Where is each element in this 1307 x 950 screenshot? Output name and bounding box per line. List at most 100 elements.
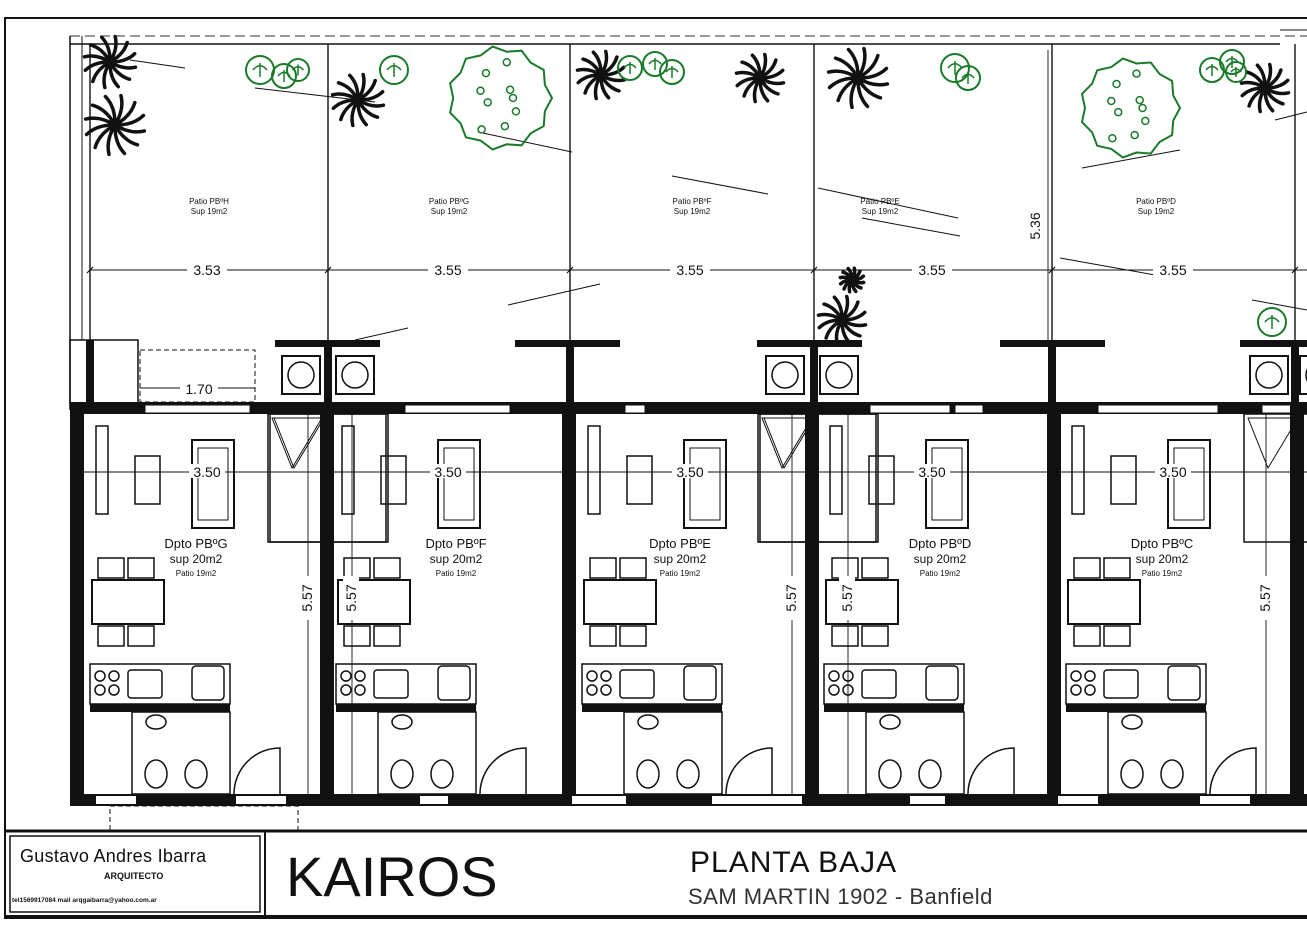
sight-line-8 [507,283,601,306]
unit-2-door-swing [725,747,773,795]
shrub-1 [271,63,297,89]
shrub-12 [1257,307,1287,337]
unit-name-0: Dpto PBºG [164,536,227,551]
unit-0-chair-0 [97,557,125,579]
sight-line-4 [817,187,959,219]
palm-tree-0 [82,34,138,90]
patio-dimension-tick-0 [86,266,94,274]
unit-furniture-1 [269,413,527,795]
architect-box [9,835,261,913]
patio-area-1: Sup 19m2 [431,207,468,216]
shrub-6 [659,59,685,85]
patio-area-3: Sup 19m2 [862,207,899,216]
equipment-box-5 [1299,355,1307,395]
unit-0-chair-1 [127,557,155,579]
patio-dimension-tick-1 [324,266,332,274]
party-wall-5 [1290,402,1304,804]
unit-width-2: 3.50 [676,464,703,480]
unit-furniture-4 [1065,413,1307,795]
unit-1-chair-2 [343,625,371,647]
equipment-box-2 [765,355,805,395]
window-4 [954,404,984,414]
shrub-8-outline [955,65,981,91]
unit-3-bed [757,413,877,543]
unit-area-1: sup 20m2 [430,552,483,566]
unit-0-chair-2 [97,625,125,647]
unit-2-chair-1 [619,557,647,579]
unit-1-kitchen-wall [336,704,476,712]
shrub-7 [940,53,970,83]
equipment-drum-2 [771,361,799,389]
unit-0-bidet [184,759,208,789]
palm-tree-5-trunk [854,74,862,82]
porch-pillar-3 [810,340,818,404]
shrub-4-veins [623,62,637,74]
unit-2-fridge [683,665,717,701]
porch-pillar-1 [324,340,332,404]
unit-width-bg-0 [189,464,225,478]
unit-3-bed-fold [761,417,813,470]
rear-opening-2 [420,796,448,804]
palm-tree-4 [734,52,786,104]
patio-width-1: 3.55 [434,262,461,278]
patio-depth: 5.36 [1027,212,1043,239]
thin-wall-0 [330,402,334,782]
shrub-8-veins [961,72,975,84]
unit-4-bidet [1160,759,1184,789]
canopy-tree-0-leaf-6 [481,68,491,78]
unit-4-table [1067,579,1141,625]
unit-2-nightstand [626,455,653,505]
patio-area-2: Sup 19m2 [674,207,711,216]
porch-pillar-0 [86,340,94,404]
palm-tree-3 [575,49,627,101]
sight-line-5 [861,217,961,237]
unit-furniture [89,413,1307,795]
unit-2-kitchen-wall [582,704,722,712]
equipment-box-3 [819,355,859,395]
palm-tree-7 [816,294,868,346]
shrub-5-veins [648,58,662,70]
unit-name-3: Dpto PBºD [909,536,972,551]
window-2 [624,404,646,414]
unit-3-wardrobe [829,425,843,515]
unit-3-door-swing [967,747,1015,795]
unit-1-nightstand [380,455,407,505]
front-wall [70,402,1307,414]
rear-opening-4 [712,796,802,804]
rear-dashed-zone [109,805,299,831]
canopy-tree-0-leaf-2 [500,121,510,131]
unit-0-bed-fold [271,417,323,470]
unit-3-burner-3 [842,684,854,696]
canopy-tree-0-leaf-4 [483,98,493,107]
unit-1-sofa [437,439,481,529]
equipment-frame-5 [1299,355,1307,395]
unit-area-4: sup 20m2 [1136,552,1189,566]
unit-4-basin [1121,714,1143,730]
shrub-2-outline [286,58,310,82]
porch-beam-0 [275,340,380,347]
unit-4-bathroom [1107,711,1207,795]
patio-dimension-tick-4 [1048,266,1056,274]
unit-1-sink [373,669,409,699]
unit-4-burner-3 [1084,684,1096,696]
unit-4-chair-3 [1103,625,1131,647]
shrub-12-outline [1257,307,1287,337]
canopy-tree-1-leaf-3 [1108,133,1117,143]
unit-2-burner-0 [586,670,598,682]
unit-name-1: Dpto PBºF [425,536,486,551]
thin-wall-1 [812,402,816,782]
shrub-11-veins [1230,67,1242,77]
unit-0-door-swing [233,747,281,795]
party-wall-4 [1047,402,1061,804]
unit-width-4: 3.50 [1159,464,1186,480]
canopy-tree-0-leaf-3 [477,125,486,134]
window-0 [144,404,251,414]
patio-area-4: Sup 19m2 [1138,207,1175,216]
unit-3-chair-2 [831,625,859,647]
unit-0-burner-0 [94,670,106,682]
unit-0-bathroom [131,711,231,795]
canopy-tree-0-canopy [449,45,554,151]
architect-name: Gustavo Andres Ibarra [20,846,207,866]
patio-label-2: Patio PBºF [673,197,712,206]
palm-tree-2-trunk [354,96,362,104]
